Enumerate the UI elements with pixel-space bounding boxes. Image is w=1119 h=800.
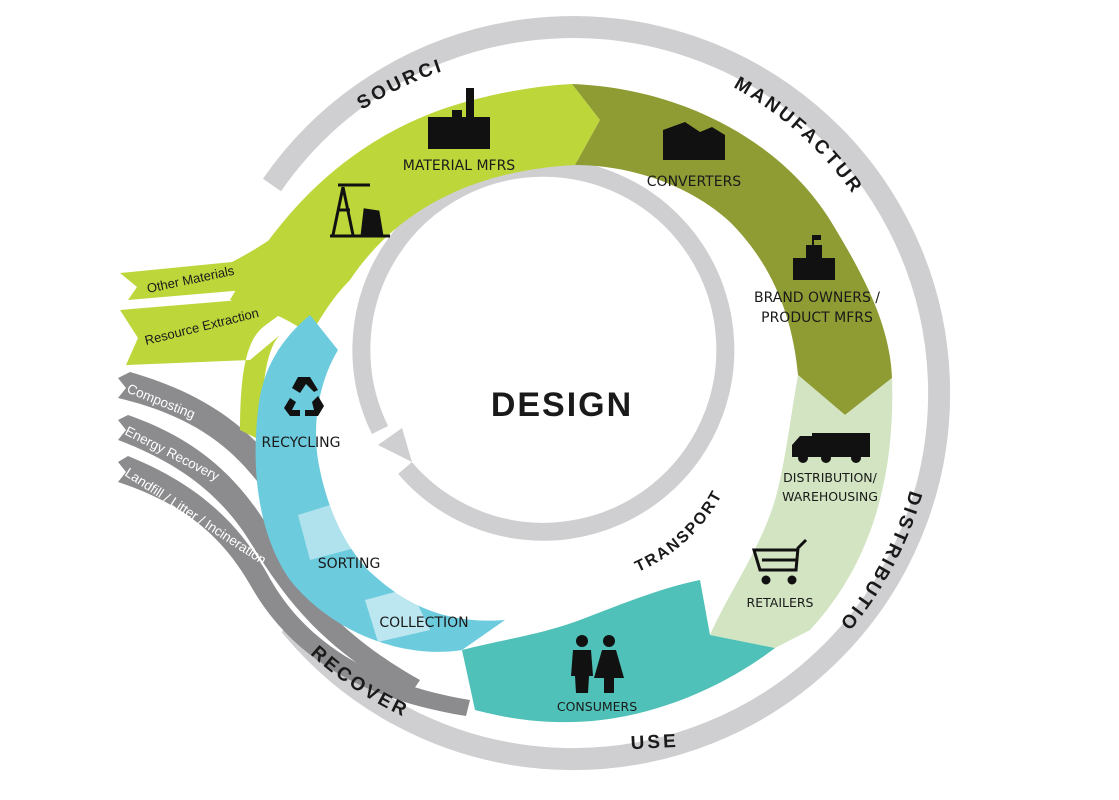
oil-pump-icon bbox=[330, 183, 390, 238]
recycling-label: RECYCLING bbox=[262, 435, 341, 451]
landfill-branch bbox=[118, 456, 470, 716]
collection-divider bbox=[365, 588, 430, 642]
stage-sourcing-label: SOURCING bbox=[0, 0, 446, 114]
material-mfrs-label: MATERIAL MFRS bbox=[403, 158, 516, 174]
outer-stage-ring bbox=[262, 16, 951, 771]
stage-use-label: USE bbox=[630, 731, 679, 754]
collection-label: COLLECTION bbox=[379, 615, 468, 631]
transport-arrowhead bbox=[378, 428, 412, 462]
distribution-warehousing-label-line2: WAREHOUSING bbox=[782, 489, 878, 504]
sourcing-band bbox=[230, 84, 600, 335]
energy-recovery-branch bbox=[118, 415, 420, 695]
shopping-cart-icon bbox=[751, 538, 808, 585]
factory-icon bbox=[428, 88, 490, 149]
distribution-warehousing-label-line1: DISTRIBUTION/ bbox=[783, 470, 877, 485]
use-band bbox=[462, 580, 775, 723]
brand-building-icon bbox=[793, 235, 835, 280]
converters-label: CONVERTERS bbox=[647, 174, 742, 190]
center-design-label: DESIGN bbox=[491, 386, 633, 424]
retailers-label: RETAILERS bbox=[747, 595, 814, 610]
brand-owners-label-line1: BRAND OWNERS / bbox=[754, 290, 880, 306]
sorting-label: SORTING bbox=[318, 556, 381, 572]
other-materials-branch bbox=[120, 195, 345, 300]
manufacture-band bbox=[572, 84, 892, 415]
sorting-divider bbox=[298, 505, 355, 560]
transport-ring bbox=[352, 158, 735, 541]
consumers-label: CONSUMERS bbox=[557, 699, 637, 714]
recycling-icon bbox=[284, 377, 324, 416]
truck-icon bbox=[792, 433, 870, 463]
brand-owners-label-line2: PRODUCT MFRS bbox=[761, 310, 873, 326]
converter-building-icon bbox=[663, 122, 725, 160]
consumers-icon bbox=[571, 635, 624, 693]
